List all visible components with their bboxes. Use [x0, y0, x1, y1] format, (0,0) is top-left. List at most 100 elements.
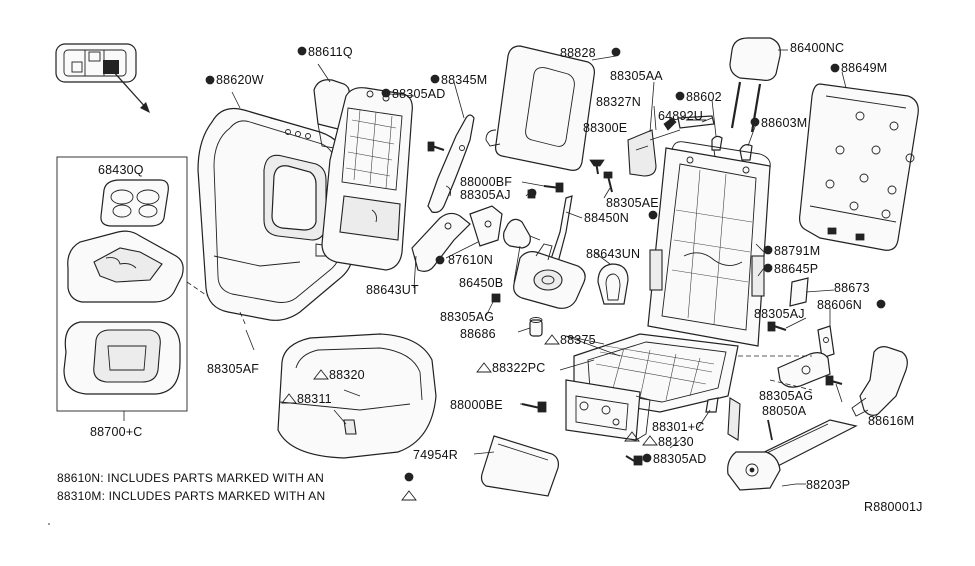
part-label: 88616M [868, 414, 914, 428]
part-label: 88643UN [586, 247, 640, 261]
guide-88602 [663, 117, 677, 131]
part-label: 88305AD [653, 452, 707, 466]
part-label: 88686 [460, 327, 496, 341]
part-label: 64892U [658, 109, 703, 123]
filled-dot-icon [205, 75, 215, 85]
bracket-88345m [427, 114, 475, 213]
filled-dot-icon [763, 245, 773, 255]
part-label: 88320 [329, 368, 365, 382]
part-label: 88305AG [440, 310, 494, 324]
part-label: 74954R [413, 448, 458, 462]
part-label: 88645P [774, 262, 818, 276]
part-label: 88305AF [207, 362, 259, 376]
panel-clips-icon [825, 111, 915, 219]
part-label: 88305AD [392, 87, 446, 101]
seatback-frame-88305ad [321, 87, 413, 271]
part-label: 88602 [686, 90, 722, 104]
seat-frame-assembly [647, 141, 771, 347]
part-label: 88301+C [652, 420, 705, 434]
seatback-cushion-88620w [197, 107, 353, 321]
part-label: 88203P [806, 478, 850, 492]
latch-87610n [469, 205, 503, 247]
part-label: 88322PC [492, 361, 546, 375]
filled-dot-icon [527, 188, 537, 198]
ring-88643un [597, 263, 629, 305]
seatback-board-88828 [485, 45, 595, 171]
part-label: 88606N [817, 298, 862, 312]
triangle-icon [544, 334, 560, 345]
bracket-88606n [817, 325, 835, 359]
clip-64892u [677, 115, 715, 129]
part-label: 88130 [658, 435, 694, 449]
note-88610n: 88610N: INCLUDES PARTS MARKED WITH AN [57, 471, 324, 485]
filled-dot-icon [611, 47, 621, 57]
screw-88327n [589, 159, 605, 175]
filled-dot-icon [381, 88, 391, 98]
part-labels: 88611Q 88620W 88345M 88305AD 88828 88305… [90, 41, 914, 492]
bolt-88305ad-top [427, 141, 445, 152]
recliner-base-88305ag [491, 243, 586, 309]
part-label: 88311 [297, 392, 332, 406]
part-label: 88611Q [308, 45, 353, 59]
bolt-88305ad-bottom [625, 455, 643, 466]
part-label: 88000BE [450, 398, 503, 412]
cover-88616m [851, 346, 908, 417]
part-label: 88620W [216, 73, 264, 87]
part-label: 87610N [448, 253, 493, 267]
triangle-icon [624, 431, 640, 442]
part-label: 88305AA [610, 69, 663, 83]
filled-dot-icon [830, 63, 840, 73]
bolt-88000bf [543, 182, 564, 193]
filled-dot-icon [675, 91, 685, 101]
marker-symbols [205, 46, 886, 501]
link-88203p [727, 397, 858, 491]
filled-dot-icon [404, 472, 414, 482]
lock-86450b [503, 218, 541, 249]
legend-notes: 88610N: INCLUDES PARTS MARKED WITH AN 88… [57, 471, 325, 503]
triangle-icon [642, 435, 658, 446]
part-label: 88050A [762, 404, 807, 418]
part-label: 88603M [761, 116, 807, 130]
leader-lines [231, 55, 881, 487]
triangle-icon [401, 490, 417, 501]
recliner-88050a [777, 352, 831, 388]
part-label: 88305AJ [754, 307, 805, 321]
part-label: 88791M [774, 244, 820, 258]
part-label: 88300E [583, 121, 627, 135]
filled-dot-icon [750, 117, 760, 127]
part-label: 68430Q [98, 163, 144, 177]
part-label: 88673 [834, 281, 870, 295]
back-panel-88649m [799, 83, 919, 251]
filled-dot-icon [297, 46, 307, 56]
hinge-88643ut [411, 212, 471, 289]
filled-dot-icon [435, 255, 445, 265]
triangle-icon [281, 393, 297, 404]
pad-88673 [789, 277, 809, 307]
part-label: 88828 [560, 46, 596, 60]
part-label: 88700+C [90, 425, 143, 439]
filled-dot-icon [876, 299, 886, 309]
part-label: 88327N [596, 95, 641, 109]
part-label: 88450N [584, 211, 629, 225]
part-label: 88305AG [759, 389, 813, 403]
part-label: 88305AJ [460, 188, 511, 202]
mechanism-88301c [565, 379, 651, 441]
diagram-code: R880001J [864, 500, 923, 514]
bolt-88305ae [603, 171, 613, 193]
bolt-88000be [521, 401, 547, 413]
part-label: 86400NC [790, 41, 844, 55]
triangle-icon [476, 362, 492, 373]
part-label: 88375 [560, 333, 596, 347]
triangle-icon [313, 369, 329, 380]
bolt-88305ag-right [825, 375, 843, 386]
filled-dot-icon [430, 74, 440, 84]
bushing-88686 [529, 317, 543, 337]
part-label: 88649M [841, 61, 887, 75]
cover-74954r [480, 435, 559, 497]
vehicle-locator-icon [55, 43, 150, 113]
clip-88130 [705, 397, 719, 413]
filled-dot-icon [763, 263, 773, 273]
filled-dot-icon [642, 453, 652, 463]
part-label: 88643UT [366, 283, 419, 297]
